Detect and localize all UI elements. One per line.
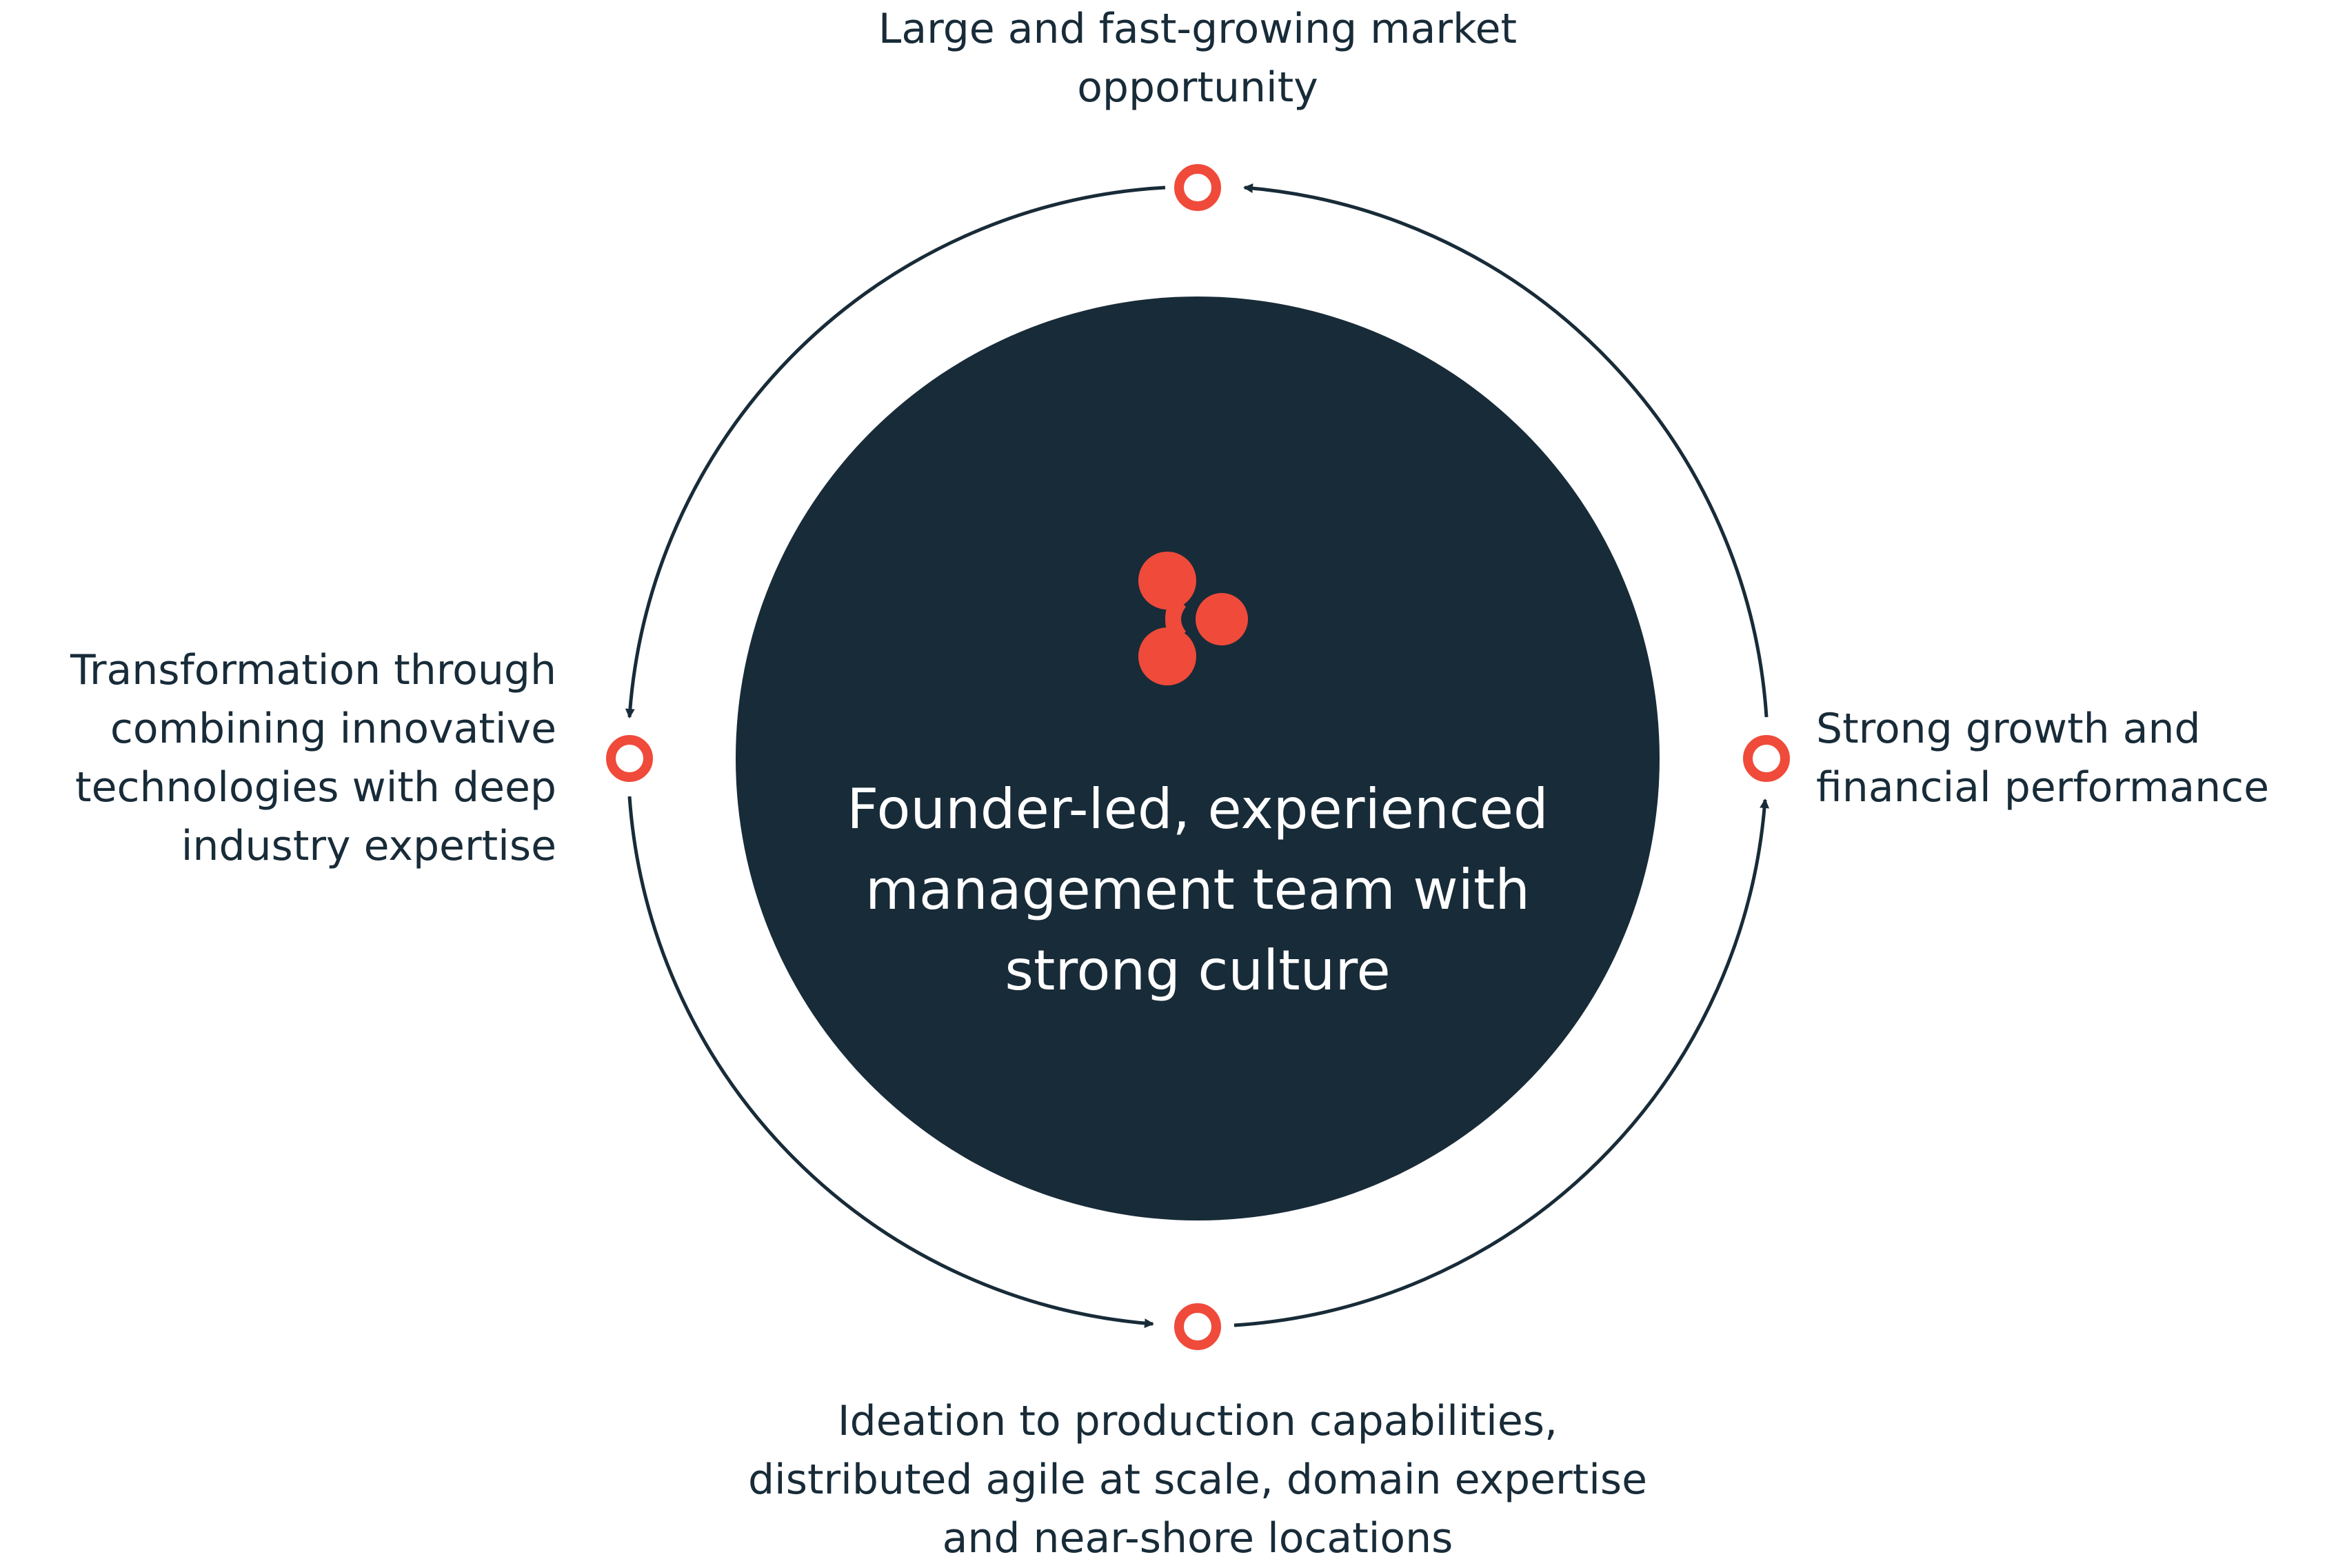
node-label-line: Large and fast-growing market (878, 5, 1518, 53)
center-title-line: management team with (865, 858, 1531, 922)
node-label-line: Ideation to production capabilities, (837, 1397, 1558, 1445)
cycle-arc-left-to-bottom (627, 796, 1154, 1329)
node-label-line: combining innovative (110, 705, 556, 753)
node-label-top: Large and fast-growing market opportunit… (689, 0, 1706, 117)
center-title: Founder-led, experienced management team… (741, 769, 1654, 1011)
brand-logo-icon (1138, 552, 1248, 685)
node-label-line: Strong growth and (1816, 705, 2201, 753)
node-label-line: Transformation through (70, 646, 556, 694)
ring-marker-icon (1174, 1303, 1221, 1350)
cycle-arc-right-to-top (1243, 183, 1769, 718)
node-label-bottom: Ideation to production capabilities, dis… (621, 1392, 1775, 1568)
ring-marker-icon (1174, 164, 1221, 211)
cycle-arc-top-to-left (625, 185, 1166, 718)
cycle-arc-bottom-to-right (1233, 798, 1770, 1327)
center-title-line: Founder-led, experienced (847, 777, 1549, 841)
node-label-line: distributed agile at scale, domain exper… (747, 1456, 1648, 1504)
node-label-line: opportunity (1077, 63, 1318, 112)
ring-marker-icon (606, 735, 653, 782)
node-label-line: technologies with deep (75, 763, 556, 812)
ring-marker-icon (1743, 735, 1790, 782)
node-label-line: financial performance (1816, 763, 2270, 812)
center-circle (736, 296, 1660, 1220)
center-title-line: strong culture (1005, 938, 1391, 1003)
node-label-left: Transformation through combining innovat… (70, 641, 556, 876)
node-label-line: industry expertise (181, 822, 556, 870)
node-label-right: Strong growth and financial performance (1816, 700, 2269, 817)
node-label-line: and near-shore locations (942, 1514, 1453, 1562)
